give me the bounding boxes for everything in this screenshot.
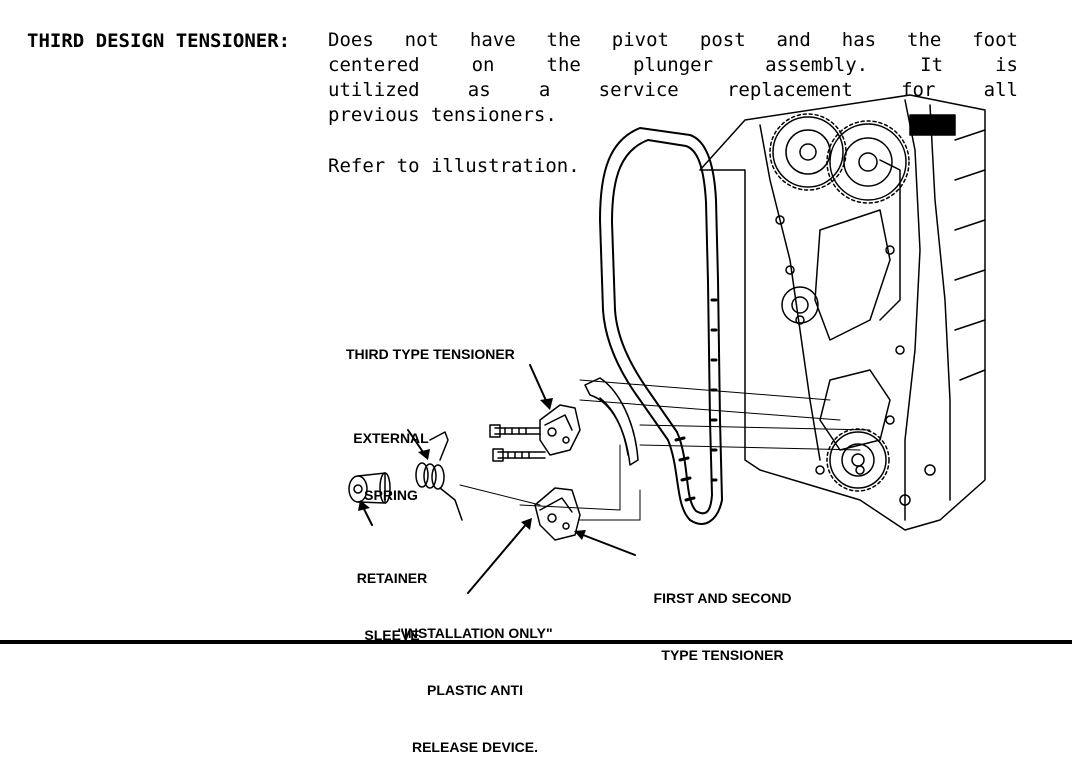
external-spring: [415, 431, 463, 521]
paragraph-line: centered on the plunger assembly. It is: [328, 54, 1018, 76]
label-line: SPRING: [364, 487, 418, 503]
label-installation-only: "INSTALLATION ONLY" PLASTIC ANTI RELEASE…: [370, 586, 580, 776]
label-line: RETAINER: [356, 570, 428, 586]
crank-sprocket: [826, 428, 890, 492]
label-line: FIRST AND SECOND: [653, 590, 792, 606]
retainer-sleeve: [348, 472, 391, 504]
first-second-type-tensioner: [534, 487, 581, 541]
label-line: EXTERNAL: [353, 430, 429, 446]
paragraph-line: Does not have the pivot post and has the…: [328, 29, 1018, 51]
tensioner-shoe: [584, 377, 639, 466]
label-third-type-tensioner: THIRD TYPE TENSIONER: [346, 346, 515, 362]
paragraph-line: previous tensioners.: [328, 104, 557, 126]
label-line: PLASTIC ANTI: [427, 682, 523, 698]
label-external-spring: EXTERNAL SPRING: [343, 391, 439, 524]
paragraph-line: utilized as a service replacement for al…: [328, 79, 1018, 101]
refer-text: Refer to illustration.: [328, 155, 580, 177]
cam-sprockets: [769, 113, 910, 204]
section-heading: THIRD DESIGN TENSIONER:: [27, 30, 291, 52]
label-line: RELEASE DEVICE.: [411, 739, 539, 755]
bottom-rule: [0, 640, 1072, 644]
label-arrowheads: [358, 398, 586, 540]
label-line: "INSTALLATION ONLY": [397, 625, 553, 641]
third-type-tensioner: [539, 404, 581, 456]
engine-timing-illustration: [348, 94, 986, 594]
label-retainer-sleeve: RETAINER SLEEVE: [355, 531, 429, 664]
description-paragraph: Does not have the pivot post and has the…: [328, 28, 1018, 128]
label-first-second-type-tensioner: FIRST AND SECOND TYPE TENSIONER: [640, 551, 805, 684]
intermediate-sprocket: [781, 286, 819, 324]
assembly-guide-lines: [459, 379, 871, 521]
label-line: SLEEVE: [364, 627, 420, 643]
timing-belt: [599, 127, 723, 525]
engine-block: [699, 94, 986, 531]
tensioner-bolts: [489, 424, 546, 462]
